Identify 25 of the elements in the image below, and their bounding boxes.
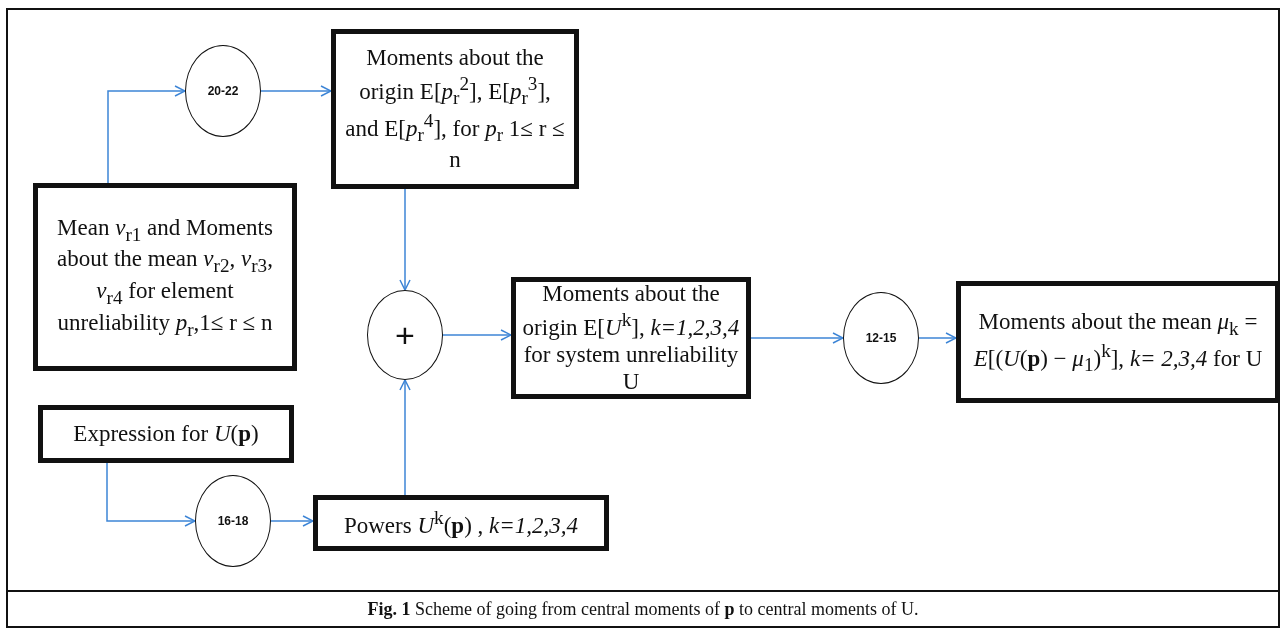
equation-reference: 20-22 (207, 84, 239, 98)
process-box (331, 29, 579, 189)
arrow (106, 462, 196, 527)
figure-caption: Fig. 1 Scheme of going from central moments of p to central moments of U. (367, 598, 919, 620)
box-text: Powers U$^{k}$(p) , k=1,2,3,4 (343, 506, 579, 540)
equation-reference: 16-18 (217, 514, 249, 528)
process-box (38, 405, 294, 463)
equation-reference: 12-15 (865, 331, 897, 345)
arrow (270, 515, 314, 527)
box-text: Moments about the origin E[p$_{r}$$^{2}$], E[p$_{r}$$^{3}$], and E[p$_{r}$$^{4}$], for p$_{r}$ 1≤ r ≤ n (344, 44, 566, 174)
arrow (918, 332, 957, 344)
arrow (399, 379, 411, 496)
process-box (33, 183, 297, 371)
box-text: Mean ν$_{r1}$ and Moments about the mean ν$_{r2}$, ν$_{r3}$, ν$_{r4}$ for element unreliability p$_{r}$,1≤ r ≤ n (56, 213, 274, 341)
box-text: Moments about the mean μ$_{k}$ = E[(U(p) − μ$_{1}$)$^{k}$], k= 2,3,4 for U (972, 307, 1264, 377)
arrow (107, 85, 186, 184)
arrow (399, 188, 411, 291)
arrow (260, 85, 332, 97)
arrow (442, 329, 512, 341)
process-box (313, 495, 609, 551)
box-text: Expression for U(p) (73, 420, 259, 448)
box-text: Moments about the origin E[U$^{k}$], k=1,2,3,4 for system unreliability U (521, 280, 741, 396)
arrow (750, 332, 844, 344)
process-box (956, 281, 1280, 403)
plus-sign: + (395, 315, 415, 355)
